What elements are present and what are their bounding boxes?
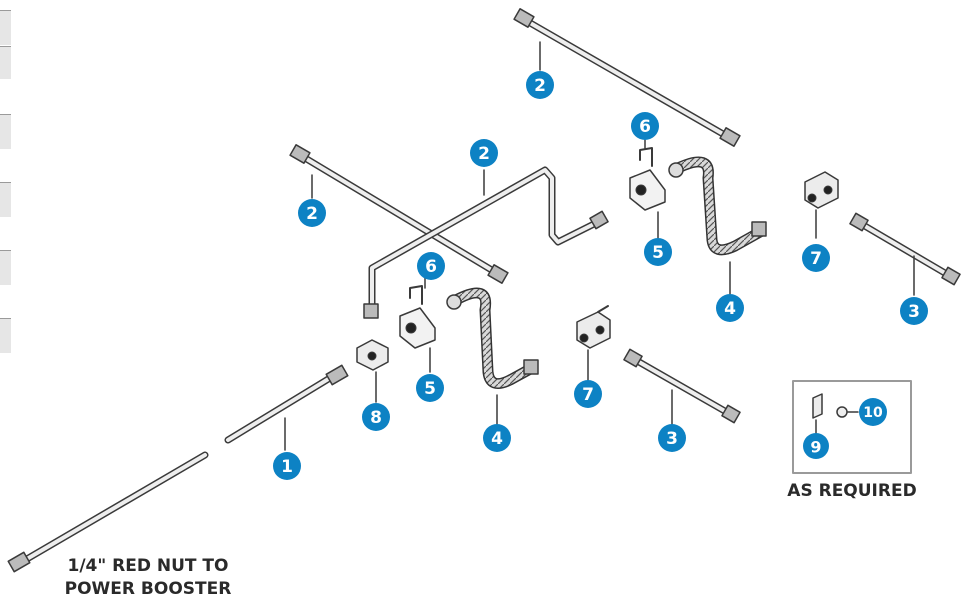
callout-1: 1 xyxy=(273,452,301,480)
svg-text:7: 7 xyxy=(582,385,594,405)
callout-10: 10 xyxy=(859,398,887,426)
svg-text:8: 8 xyxy=(370,408,382,428)
callout-3: 3 xyxy=(900,297,928,325)
callout-4: 4 xyxy=(483,424,511,452)
tee-fitting-7-center xyxy=(576,305,611,381)
svg-text:3: 3 xyxy=(666,429,678,449)
svg-text:2: 2 xyxy=(306,204,318,224)
callout-8: 8 xyxy=(362,403,390,431)
bracket-5-left xyxy=(399,307,436,373)
svg-text:10: 10 xyxy=(863,405,883,421)
callout-9: 9 xyxy=(803,433,829,459)
edge-stub xyxy=(0,318,11,353)
edge-stub xyxy=(0,182,11,217)
callout-5: 5 xyxy=(416,374,444,402)
bracket-5-right xyxy=(629,169,666,239)
as-required-inset xyxy=(792,380,912,474)
callout-2: 2 xyxy=(298,199,326,227)
braided-hose-4-right xyxy=(668,156,767,296)
clip-6-left xyxy=(409,277,426,305)
svg-text:9: 9 xyxy=(810,438,821,457)
svg-text:7: 7 xyxy=(810,249,822,269)
braided-hose-4-left xyxy=(446,287,539,426)
svg-text:4: 4 xyxy=(491,429,503,449)
as-required-label: AS REQUIRED xyxy=(787,481,916,501)
brake-line-2-left xyxy=(289,144,509,284)
brake-line-2-top xyxy=(513,8,741,147)
booster-note-line-1: 1/4" RED NUT TO xyxy=(68,556,229,576)
edge-stub xyxy=(0,10,11,45)
fitting-8 xyxy=(356,339,389,403)
callout-6: 6 xyxy=(631,112,659,140)
svg-text:5: 5 xyxy=(424,379,436,399)
svg-text:6: 6 xyxy=(639,117,651,137)
callout-6: 6 xyxy=(417,252,445,280)
callout-4: 4 xyxy=(716,294,744,322)
callout-2: 2 xyxy=(526,71,554,99)
svg-text:2: 2 xyxy=(534,76,546,96)
svg-text:6: 6 xyxy=(425,257,437,277)
callout-5: 5 xyxy=(644,238,672,266)
booster-note-line-2: POWER BOOSTER xyxy=(65,579,232,599)
svg-text:4: 4 xyxy=(724,299,736,319)
brake-line-1 xyxy=(7,364,349,573)
svg-text:2: 2 xyxy=(478,144,490,164)
svg-text:3: 3 xyxy=(908,302,920,322)
tee-fitting-7-right xyxy=(804,171,839,239)
brake-line-2-bent xyxy=(363,166,609,319)
clip-6-right xyxy=(639,139,653,167)
callout-2: 2 xyxy=(470,139,498,167)
brake-line-3-center xyxy=(623,348,741,426)
edge-stub xyxy=(0,46,11,79)
callout-3: 3 xyxy=(658,424,686,452)
edge-stub xyxy=(0,250,11,285)
callout-7: 7 xyxy=(802,244,830,272)
svg-text:1: 1 xyxy=(281,457,293,477)
svg-text:5: 5 xyxy=(652,243,664,263)
edge-stub xyxy=(0,114,11,149)
brake-line-3-right xyxy=(849,212,961,296)
callout-7: 7 xyxy=(574,380,602,408)
